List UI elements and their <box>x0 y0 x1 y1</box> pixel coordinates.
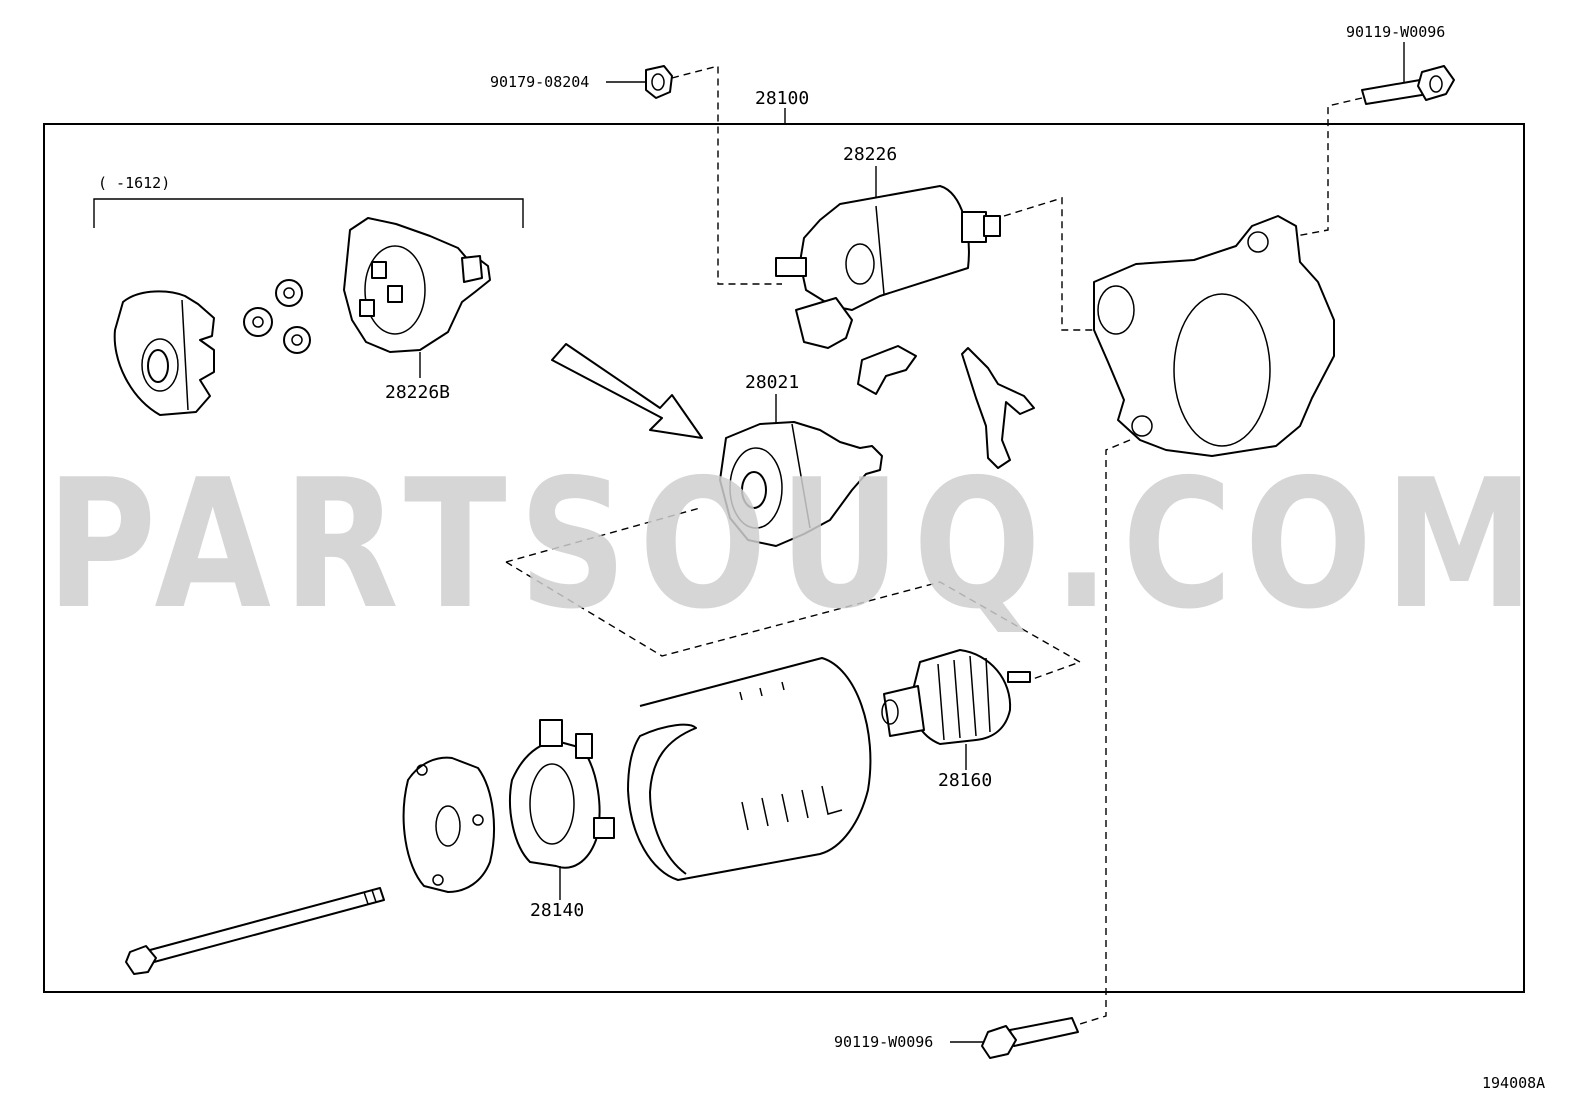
variant-pinion-assembly-part[interactable] <box>343 217 491 378</box>
nut-part[interactable] <box>645 65 673 99</box>
end-cover-part[interactable] <box>402 756 495 893</box>
brush-holder-callout[interactable]: 28140 <box>530 900 584 921</box>
lever-block-part[interactable] <box>857 345 917 395</box>
yoke-part[interactable] <box>627 657 872 881</box>
clutch-callout[interactable]: 28021 <box>745 372 799 393</box>
drive-end-housing-part[interactable] <box>1093 215 1335 457</box>
bolt-bottom-dashed-path <box>1079 439 1131 1025</box>
drive-housing-part[interactable] <box>113 290 215 416</box>
solenoid-part[interactable] <box>775 185 1001 349</box>
bolt-bottom-callout[interactable]: 90119-W0096 <box>834 1033 933 1051</box>
brush-holder-part[interactable] <box>509 719 615 869</box>
armature-part[interactable] <box>881 649 1031 745</box>
drive-lever-part[interactable] <box>961 347 1035 469</box>
clutch-part[interactable] <box>719 421 883 547</box>
variant-part-number[interactable]: 28226B <box>385 382 450 403</box>
assembly-frame <box>43 123 1525 993</box>
bolt-bottom-part[interactable] <box>981 1017 1079 1059</box>
bolt-top-right-part[interactable] <box>1361 65 1455 105</box>
variant-group-label: ( -1612) <box>98 174 170 192</box>
assembly-dashed-envelope <box>505 507 1082 681</box>
replacement-arrow <box>551 343 703 439</box>
watermark-text: PARTSOUQ.COM <box>46 441 1546 648</box>
armature-callout[interactable]: 28160 <box>938 770 992 791</box>
assembly-part-number[interactable]: 28100 <box>755 88 809 109</box>
through-bolt-part[interactable] <box>125 887 385 975</box>
variant-bracket <box>93 198 524 228</box>
nut-dashed-path <box>671 65 782 285</box>
planet-gear-part[interactable] <box>243 279 311 354</box>
drawing-number: 194008A <box>1482 1074 1545 1092</box>
bolt-top-right-callout[interactable]: 90119-W0096 <box>1346 23 1445 41</box>
solenoid-callout[interactable]: 28226 <box>843 144 897 165</box>
bolt-top-right-dashed-path <box>1295 97 1363 237</box>
solenoid-dashed-path <box>1003 197 1104 331</box>
nut-callout[interactable]: 90179-08204 <box>490 73 589 91</box>
